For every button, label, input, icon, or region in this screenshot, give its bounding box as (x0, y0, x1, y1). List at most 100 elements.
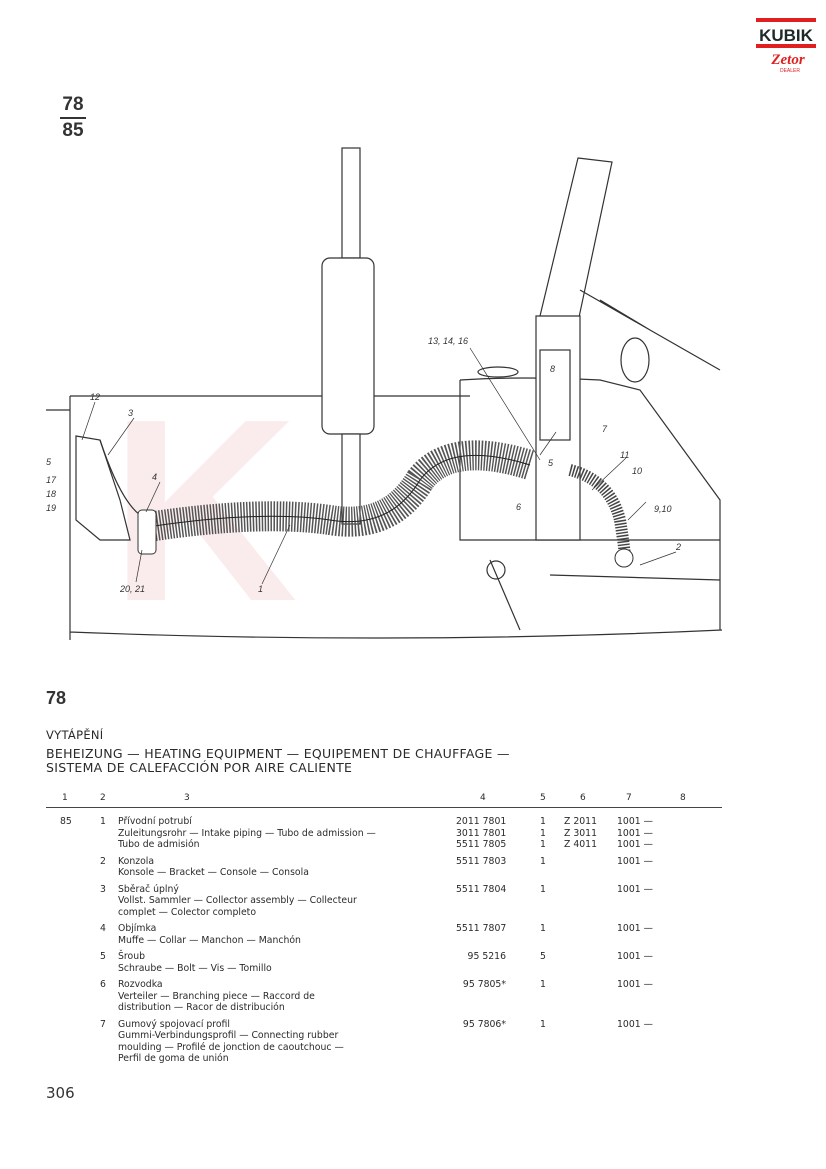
cell-quantity: 1 (540, 1018, 546, 1030)
page-ref-top: 78 (62, 94, 84, 115)
cell-description: Gummi-Verbindungsprofil — Connecting rub… (118, 1030, 339, 1041)
cell-position: 6 (100, 979, 106, 990)
cell-serial-from: 1001 — (617, 839, 653, 850)
cell-model: Z 3011 (564, 827, 597, 839)
kubik-zetor-logo: KUBIK Zetor DEALER (756, 18, 816, 74)
row-line: Gummi-Verbindungsprofil — Connecting rub… (46, 1030, 726, 1042)
cell-description: Vollst. Sammler — Collector assembly — C… (118, 895, 357, 906)
cell-part-number: 5511 7804 (456, 883, 507, 895)
callout: 17 (46, 475, 57, 485)
row-line: Konsole — Bracket — Console — Consola (46, 867, 726, 879)
callout: 3 (128, 408, 133, 418)
section-title-line1: BEHEIZUNG — HEATING EQUIPMENT — EQUIPEME… (46, 746, 510, 761)
column-header: 3 (184, 793, 190, 803)
callout: 12 (90, 392, 100, 402)
cell-description: Šroub (118, 951, 146, 962)
row-line: distribution — Racor de distribución (46, 1002, 726, 1014)
cell-description: Přívodní potrubí (118, 816, 192, 827)
cell-serial-from: 1001 — (617, 855, 653, 867)
cell-description: Gumový spojovací profil (118, 1018, 230, 1030)
column-header: 7 (626, 793, 632, 803)
row-line: Verteiler — Branching piece — Raccord de (46, 991, 726, 1003)
page-ref-bottom: 85 (62, 120, 84, 141)
cell-quantity: 1 (540, 923, 546, 934)
svg-text:Zetor: Zetor (199, 619, 580, 650)
cell-part-number: 5511 7805 (456, 839, 507, 850)
cell-position: 3 (100, 883, 106, 895)
cell-group: 85 (60, 816, 72, 827)
cell-quantity: 1 (540, 883, 546, 895)
cell-quantity: 1 (540, 979, 546, 990)
cell-description: Sběrač úplný (118, 883, 179, 895)
row-line: moulding — Profilé de jonction de caoutc… (46, 1042, 726, 1054)
column-header: 6 (580, 793, 586, 803)
cell-model: Z 2011 (564, 816, 597, 827)
page-number: 306 (46, 1084, 75, 1102)
column-header: 8 (680, 793, 686, 803)
cell-description: Zuleitungsrohr — Intake piping — Tubo de… (118, 827, 376, 839)
cell-part-number: 95 5216 (467, 951, 506, 962)
cell-position: 1 (100, 816, 106, 827)
cell-description: Rozvodka (118, 979, 163, 990)
table-row: 7 Gumový spojovací profil 95 7806* 1 1001 — G… (46, 1019, 726, 1065)
section-title-czech: VYTÁPĚNÍ (46, 728, 104, 742)
callout: 2 (675, 542, 681, 552)
section-number: 78 (46, 688, 67, 708)
callout: 9,10 (654, 504, 672, 514)
callout: 5 (548, 458, 554, 468)
cell-description: Konzola (118, 855, 155, 867)
cell-position: 7 (100, 1018, 106, 1030)
cell-quantity: 5 (540, 951, 546, 962)
callout-labels: 12 3 5 17 18 19 4 20, 21 1 13, 14, 16 8 … (46, 336, 681, 594)
column-header: 5 (540, 793, 546, 803)
cell-model: Z 4011 (564, 839, 597, 850)
cell-description: complet — Colector completo (118, 906, 257, 918)
page-reference: 78 85 (60, 94, 86, 142)
row-line: complet — Colector completo (46, 907, 726, 919)
section-title-line2: SISTEMA DE CALEFACCIÓN POR AIRE CALIENTE (46, 760, 353, 775)
callout: 5 (46, 457, 52, 467)
cell-quantity: 1 (540, 816, 546, 827)
column-header: 4 (480, 793, 486, 803)
cell-description: Muffe — Collar — Manchon — Manchón (118, 934, 301, 946)
cell-quantity: 1 (540, 827, 546, 839)
fraction-bar (60, 117, 86, 119)
cell-serial-from: 1001 — (617, 951, 653, 962)
cell-description: Objímka (118, 923, 157, 934)
cell-quantity: 1 (540, 855, 546, 867)
callout: 7 (602, 424, 608, 434)
row-line: Perfil de goma de unión (46, 1053, 726, 1065)
cell-description: Verteiler — Branching piece — Raccord de (118, 990, 315, 1002)
callout: 10 (632, 466, 642, 476)
svg-text:Zetor: Zetor (770, 52, 804, 68)
cell-part-number: 2011 7801 (456, 816, 507, 827)
row-line: Muffe — Collar — Manchon — Manchón (46, 935, 726, 947)
cell-serial-from: 1001 — (617, 883, 653, 895)
callout: 6 (516, 502, 521, 512)
svg-text:DEALER: DEALER (780, 68, 800, 74)
table-row: 3 Sběrač úplný 5511 7804 1 1001 — Vollst. Sam… (46, 884, 726, 919)
table-row: 85 1 Přívodní potrubí 2011 7801 1 Z 2011 1001 … (46, 816, 726, 851)
callout: 18 (46, 489, 56, 499)
row-line: 3 Sběrač úplný 5511 7804 1 1001 — (46, 884, 726, 896)
cell-serial-from: 1001 — (617, 923, 653, 934)
cell-serial-from: 1001 — (617, 1018, 653, 1030)
row-line: 5 Šroub 95 5216 5 1001 — (46, 951, 726, 963)
row-line: Schraube — Bolt — Vis — Tomillo (46, 963, 726, 975)
cell-serial-from: 1001 — (617, 816, 653, 827)
cell-description: distribution — Racor de distribución (118, 1002, 285, 1013)
row-line: 85 1 Přívodní potrubí 2011 7801 1 Z 2011 1001 … (46, 816, 726, 828)
cell-part-number: 95 7806* (462, 1018, 506, 1030)
cell-position: 5 (100, 951, 106, 962)
cell-serial-from: 1001 — (617, 979, 653, 990)
cell-part-number: 3011 7801 (456, 827, 507, 839)
cell-part-number: 5511 7807 (456, 923, 507, 934)
parts-table: 85 1 Přívodní potrubí 2011 7801 1 Z 2011 1001 … (46, 816, 726, 1070)
cell-description: moulding — Profilé de jonction de caoutc… (118, 1041, 344, 1053)
cell-part-number: 5511 7803 (456, 855, 507, 867)
callout: 8 (550, 364, 555, 374)
